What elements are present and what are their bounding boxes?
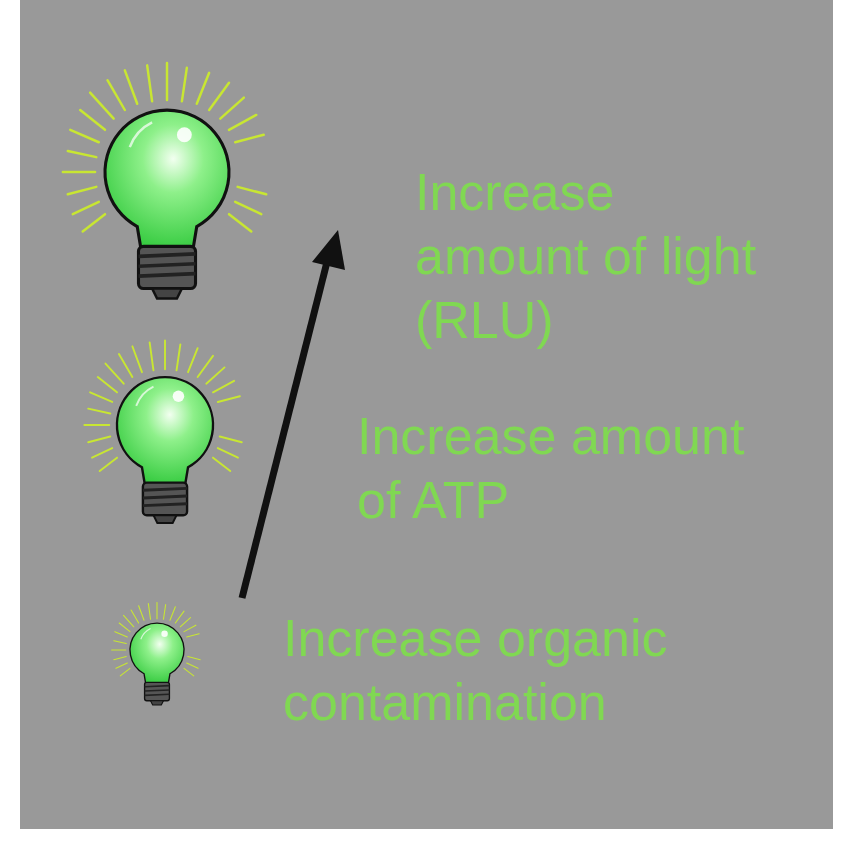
trend-arrow-shaft bbox=[242, 262, 327, 598]
background-panel bbox=[20, 0, 833, 829]
large-bulb bbox=[63, 63, 266, 299]
trend-arrow-head bbox=[312, 230, 345, 270]
annotation-text: Increase amount of ATP bbox=[357, 404, 767, 532]
annotation-text: Increase amount of light (RLU) bbox=[415, 160, 785, 352]
medium-bulb bbox=[84, 341, 241, 523]
annotation-text: Increase organic contamination bbox=[283, 606, 713, 734]
small-bulb bbox=[112, 602, 201, 705]
